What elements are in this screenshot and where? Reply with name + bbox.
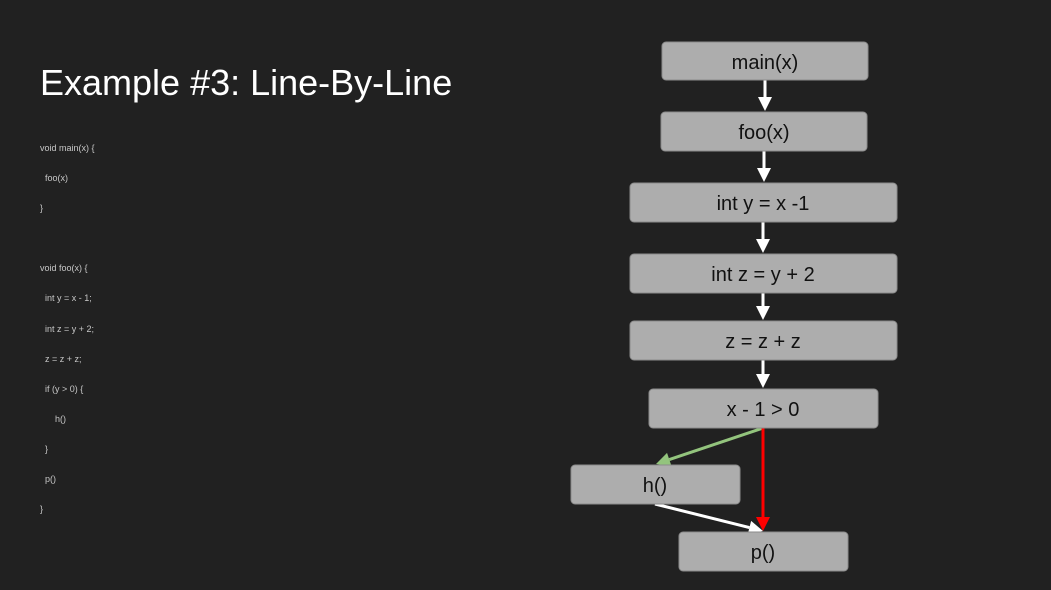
code-line: void foo(x) { — [40, 263, 88, 274]
node-box — [629, 182, 898, 223]
arrowhead — [758, 97, 772, 111]
code-line: p() — [40, 474, 57, 485]
edge-line — [654, 502, 750, 530]
node-z-assign: z = z + z — [629, 320, 898, 361]
node-box — [570, 464, 741, 505]
code-line: z = z + z; — [40, 353, 82, 364]
slide-title: Example #3: Line-By-Line — [40, 62, 453, 103]
edge-line — [668, 426, 764, 461]
node-label: x - 1 > 0 — [727, 399, 800, 421]
node-layer: main(x) foo(x) int y = x -1 int z = y + … — [570, 41, 898, 572]
node-h: h() — [570, 464, 741, 505]
node-int-z: int z = y + 2 — [629, 253, 898, 294]
node-label: h() — [643, 475, 667, 497]
edge-int-y-to-int-z — [756, 222, 770, 253]
node-label: foo(x) — [738, 122, 789, 144]
node-box — [660, 111, 868, 152]
node-label: z = z + z — [725, 331, 801, 353]
edge-z-assign-to-cond — [756, 360, 770, 388]
code-line: } — [40, 443, 49, 454]
node-p: p() — [678, 531, 849, 572]
arrowhead — [756, 517, 770, 531]
node-box — [678, 531, 849, 572]
edge-foo-to-int-y — [757, 151, 771, 182]
arrowhead — [756, 306, 770, 320]
node-box — [629, 320, 898, 361]
code-line: void main(x) { — [40, 143, 95, 153]
edge-layer — [654, 80, 772, 535]
node-box — [648, 388, 879, 429]
code-line: int y = x - 1; — [40, 293, 92, 304]
arrowhead — [756, 239, 770, 253]
node-main: main(x) — [661, 41, 869, 81]
node-label: p() — [751, 542, 775, 564]
arrowhead — [757, 168, 771, 182]
node-label: int z = y + 2 — [711, 264, 814, 286]
code-line: if (y > 0) { — [40, 383, 84, 394]
node-int-y: int y = x -1 — [629, 182, 898, 223]
node-box — [661, 41, 869, 81]
arrowhead — [756, 374, 770, 388]
node-cond: x - 1 > 0 — [648, 388, 879, 429]
node-label: main(x) — [732, 52, 799, 74]
node-foo: foo(x) — [660, 111, 868, 152]
code-line: } — [40, 203, 44, 214]
arrowhead — [656, 452, 672, 467]
node-box — [629, 253, 898, 294]
code-listing: void main(x) { foo(x) } void foo(x) { in… — [40, 140, 95, 531]
node-label: int y = x -1 — [717, 193, 810, 215]
edge-main-to-foo — [758, 80, 772, 111]
code-line: } — [40, 504, 44, 515]
code-line: int z = y + 2; — [40, 323, 95, 334]
edge-cond-to-h — [656, 426, 764, 467]
code-line: h() — [40, 413, 67, 424]
edge-int-z-to-z-assign — [756, 293, 770, 320]
edge-h-to-p — [654, 502, 763, 535]
edge-cond-to-p — [756, 428, 770, 531]
code-line: foo(x) — [40, 173, 69, 184]
arrowhead — [747, 520, 763, 535]
